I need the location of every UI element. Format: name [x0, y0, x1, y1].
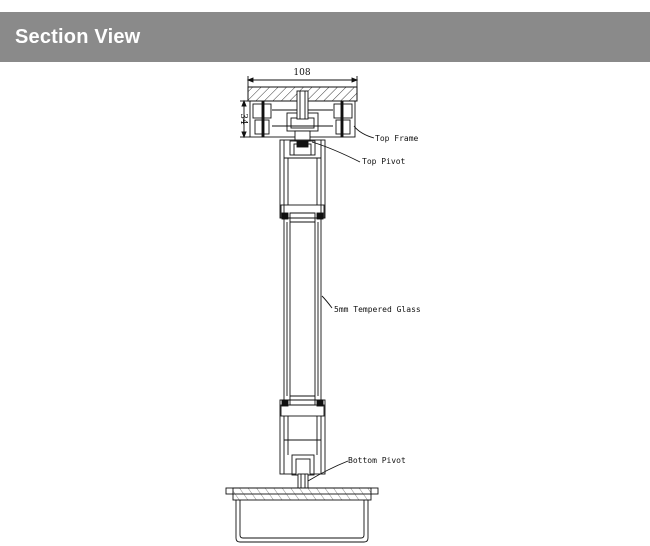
bottom-pivot: [291, 454, 315, 489]
glass-label: 5mm Tempered Glass: [334, 305, 421, 314]
floor-spring-box: [225, 487, 379, 543]
height-dimension: 34: [238, 99, 250, 139]
bottom-pivot-label: Bottom Pivot: [348, 456, 406, 465]
section-title: Section View: [15, 25, 141, 48]
section-header: Section View: [0, 12, 650, 62]
top-pivot-label: Top Pivot: [362, 157, 406, 166]
top-frame-label: Top Frame: [375, 134, 419, 143]
tempered-glass-panel: [283, 217, 322, 401]
bottom-rail: [279, 399, 326, 475]
height-dimension-label: 34: [238, 113, 248, 125]
callout-leaders: [307, 125, 375, 482]
top-pivot: [289, 140, 316, 156]
width-dimension-label: 108: [293, 68, 310, 78]
